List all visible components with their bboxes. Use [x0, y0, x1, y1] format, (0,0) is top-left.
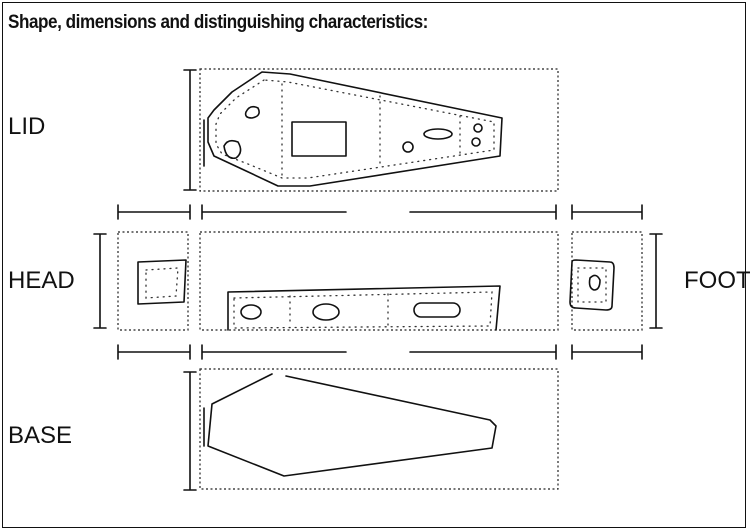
lid-height-dimension	[183, 69, 197, 191]
lid-hole	[471, 137, 481, 147]
side-dotted-border	[233, 291, 493, 329]
head-width-dimension-bottom	[117, 344, 191, 360]
foot-view	[569, 231, 663, 331]
lid-rectangular-cutout	[291, 121, 347, 157]
head-height-dimension	[93, 233, 107, 329]
foot-hole	[588, 274, 601, 291]
lid-hole	[402, 141, 414, 153]
foot-outline	[569, 259, 615, 311]
base-height-dimension	[183, 371, 197, 491]
foot-dotted-box	[571, 231, 643, 331]
base-label: BASE	[8, 422, 73, 449]
lid-hole	[244, 105, 260, 119]
side-view	[199, 231, 559, 331]
foot-width-dimension-bottom	[571, 344, 643, 360]
lid-outline	[207, 71, 503, 187]
lid-hole	[473, 123, 483, 133]
lid-dotted-dividers	[281, 83, 461, 179]
section-title: Shape, dimensions and distinguishing cha…	[8, 12, 428, 33]
side-hole	[413, 302, 461, 318]
side-dotted-box	[199, 231, 559, 331]
base-outline	[207, 373, 497, 477]
head-width-dimension-top	[117, 204, 191, 220]
lid-dotted-box	[199, 68, 559, 192]
foot-width-dimension-top	[571, 204, 643, 220]
lid-label: LID	[8, 113, 46, 140]
foot-label: FOOT	[684, 267, 750, 294]
base-view	[183, 368, 559, 491]
foot-height-dimension	[649, 233, 663, 329]
foot-dotted-border	[577, 267, 607, 303]
head-view	[93, 231, 189, 331]
head-dotted-box	[117, 231, 189, 331]
side-outline	[227, 285, 501, 331]
lid-view	[183, 68, 559, 192]
head-label: HEAD	[8, 267, 75, 294]
head-dotted-border	[145, 267, 179, 299]
base-dotted-box	[199, 368, 559, 490]
side-hole	[240, 304, 262, 320]
head-outline	[137, 259, 187, 305]
lid-hole	[423, 128, 453, 140]
lid-dotted-border	[215, 79, 495, 179]
side-length-dimension	[201, 344, 557, 360]
lid-length-dimension	[201, 204, 557, 220]
lid-hole	[223, 139, 242, 160]
side-dotted-dividers	[289, 293, 389, 327]
side-hole	[312, 303, 340, 321]
